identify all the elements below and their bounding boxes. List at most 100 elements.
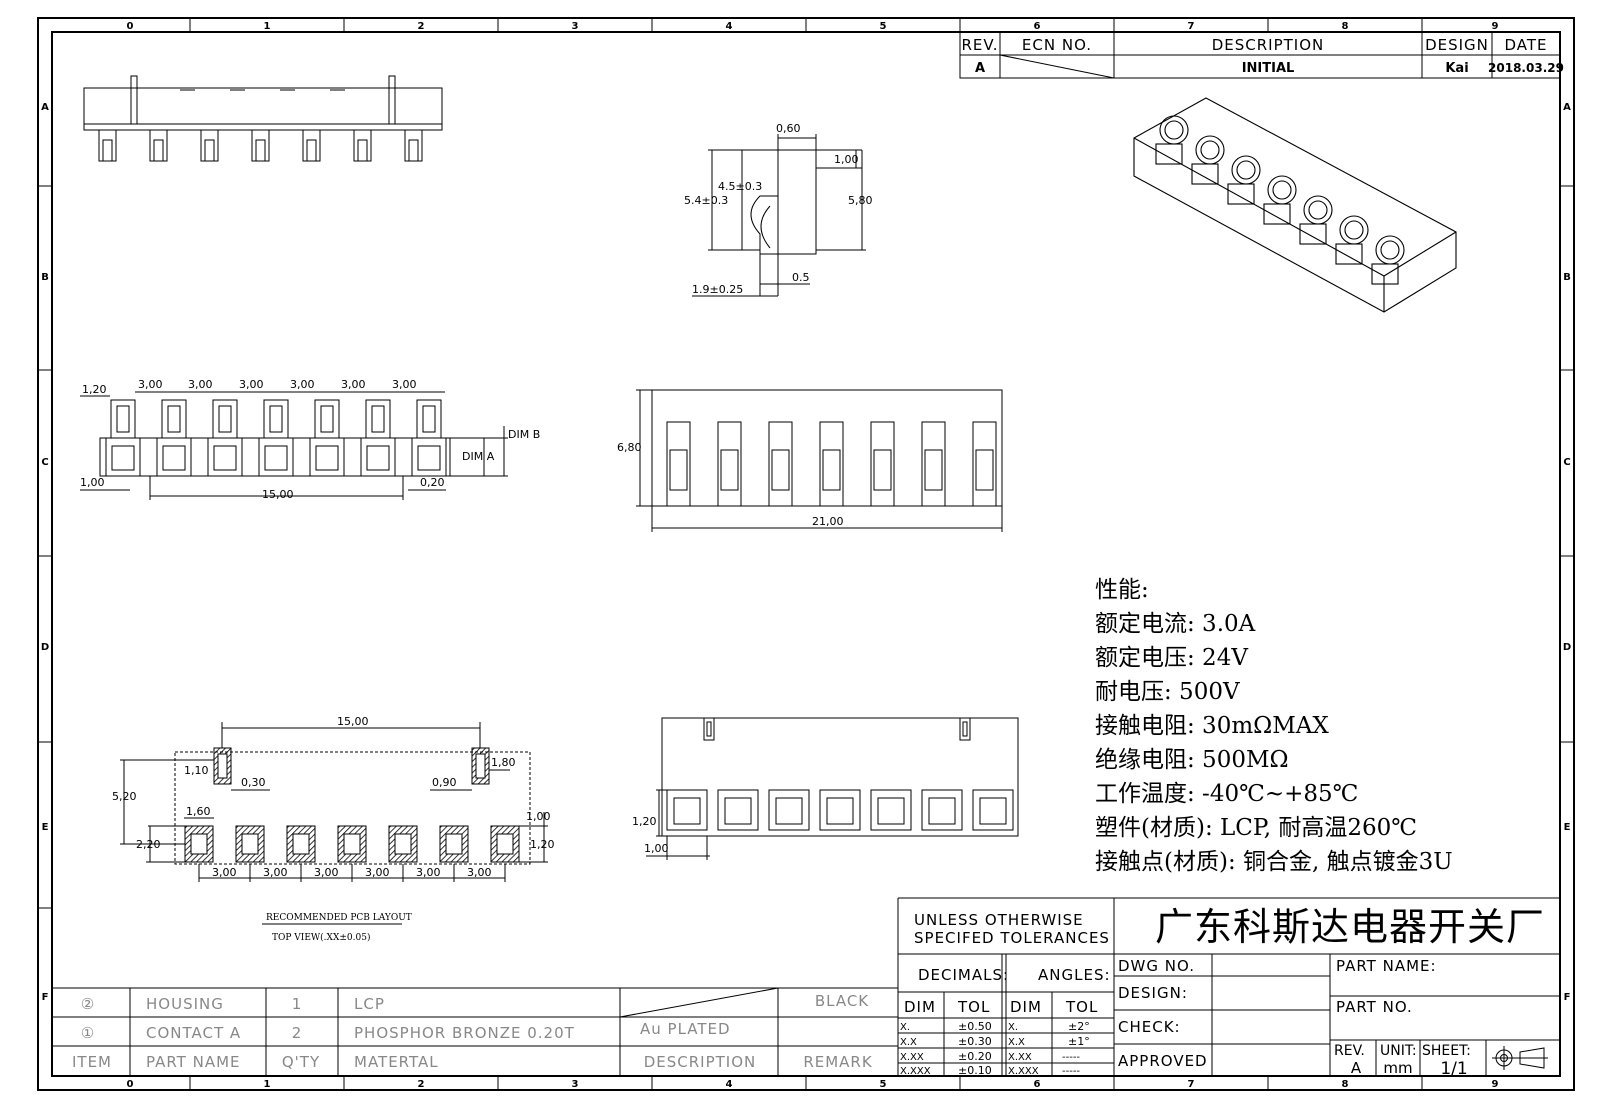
design-label: DESIGN:	[1118, 984, 1188, 1002]
tol-dim: X.XXX	[1008, 1066, 1039, 1077]
iso-contact-2	[1191, 135, 1225, 185]
dim-label: 1,00	[644, 842, 669, 855]
date-header: DATE	[1504, 36, 1547, 54]
design-header: DESIGN	[1425, 36, 1489, 54]
dim-label: 1,20	[530, 838, 555, 851]
bom-remark: BLACK	[815, 992, 869, 1010]
row-label: A	[41, 102, 49, 113]
spec-title: 性能:	[1095, 577, 1149, 603]
dim-label: DIM B	[508, 428, 540, 441]
bom-header: MATERTAL	[354, 1053, 439, 1071]
dim-label: 3,00	[314, 866, 339, 879]
unit-label: UNIT:	[1380, 1043, 1417, 1059]
row-label: B	[1563, 272, 1571, 283]
dim-label: 3,00	[416, 866, 441, 879]
dim-label: 1.9±0.25	[692, 283, 743, 296]
decimals-label: DECIMALS:	[918, 966, 1009, 984]
spec-line: 耐电压: 500V	[1095, 679, 1240, 705]
col-label: 1	[264, 1079, 271, 1090]
tol-value: ±0.20	[958, 1050, 992, 1063]
spec-line: 额定电压: 24V	[1095, 645, 1248, 671]
tol-value: ±2°	[1068, 1020, 1090, 1033]
col-label: 0	[127, 1079, 134, 1090]
dim-label: 0,60	[776, 122, 801, 135]
spec-line: 工作温度: -40℃~+85℃	[1095, 781, 1359, 807]
tol-value: -----	[1062, 1052, 1080, 1063]
bom-table	[52, 987, 898, 1076]
row-label: D	[41, 642, 49, 653]
tol-dim: X.X	[1008, 1037, 1025, 1048]
dim-label: 3,00	[392, 378, 417, 391]
bom-material: LCP	[354, 995, 385, 1013]
col-label: 3	[572, 1079, 579, 1090]
angles-label: ANGLES:	[1038, 966, 1111, 984]
side-section-view	[692, 134, 866, 297]
dim-label: 1,00	[80, 476, 105, 489]
isometric-view	[1133, 97, 1457, 313]
approved-label: APPROVED	[1118, 1052, 1208, 1070]
dim-label: 2,20	[136, 838, 161, 851]
date-value: 2018.03.29	[1488, 61, 1564, 75]
dim-label: 1,80	[491, 756, 516, 769]
bom-item: ②	[81, 995, 95, 1013]
dim-label: 5.4±0.3	[684, 194, 728, 207]
specifications: 性能: 额定电流: 3.0A 额定电压: 24V 耐电压: 500V 接触电阻:…	[1095, 573, 1453, 879]
rev-value: A	[1351, 1059, 1362, 1077]
grid-ticks	[38, 18, 1574, 1090]
dim-label: 6,80	[617, 441, 642, 454]
description-value: INITIAL	[1242, 61, 1295, 76]
dim-label: 3,00	[290, 378, 315, 391]
part-no-label: PART NO.	[1336, 998, 1413, 1016]
col-label: 7	[1188, 1079, 1195, 1090]
row-label: F	[42, 992, 49, 1003]
col-label: 5	[880, 21, 887, 32]
dim-header: DIM	[1010, 998, 1042, 1016]
col-label: 8	[1342, 21, 1349, 32]
bom-header: REMARK	[803, 1053, 873, 1071]
spec-line: 绝缘电阻: 500MΩ	[1095, 747, 1289, 773]
top-view	[80, 391, 508, 500]
tol-value: ±0.10	[958, 1064, 992, 1077]
revision-table	[959, 31, 1561, 79]
bom-description: Au PLATED	[640, 1020, 731, 1038]
bom-item: ①	[81, 1024, 95, 1042]
dim-label: 15,00	[337, 715, 369, 728]
dim-label: 3,00	[341, 378, 366, 391]
bom-material: PHOSPHOR BRONZE 0.20T	[354, 1024, 575, 1042]
bom-header: Q'TY	[282, 1053, 320, 1071]
dim-label: 1,60	[186, 805, 211, 818]
bom-name: CONTACT A	[146, 1024, 241, 1042]
iso-contact-5	[1299, 195, 1333, 245]
bom-header: PART NAME	[146, 1053, 241, 1071]
row-label: A	[1563, 102, 1571, 113]
bom-header: ITEM	[72, 1053, 112, 1071]
bom-qty: 2	[292, 1024, 303, 1042]
col-label: 2	[418, 1079, 425, 1090]
pcb-caption: TOP VIEW(.XX±0.05)	[272, 932, 370, 943]
dim-label: 0,30	[241, 776, 266, 789]
tol-header: TOL	[1065, 998, 1098, 1016]
iso-contact-3	[1227, 155, 1261, 205]
dim-label: 3,00	[138, 378, 163, 391]
dim-label: DIM A	[462, 450, 495, 463]
dim-label: 4.5±0.3	[718, 180, 762, 193]
rev-label: REV.	[1334, 1043, 1365, 1059]
dim-label: 5,80	[848, 194, 873, 207]
dim-label: 3,00	[212, 866, 237, 879]
row-label: B	[41, 272, 49, 283]
rev-header: REV.	[962, 36, 999, 54]
rear-contacts	[666, 789, 1014, 831]
tol-dim: X.XXX	[900, 1066, 931, 1077]
col-label: 4	[726, 21, 733, 32]
tolerance-note: UNLESS OTHERWISE	[914, 911, 1084, 929]
col-label: 7	[1188, 21, 1195, 32]
dim-label: 3,00	[365, 866, 390, 879]
col-label: 9	[1492, 1079, 1499, 1090]
title-block	[897, 897, 1560, 1076]
dim-label: 0,90	[432, 776, 457, 789]
dim-label: 5,20	[112, 790, 137, 803]
row-label: C	[41, 457, 48, 468]
row-label: F	[1564, 992, 1571, 1003]
col-label: 5	[880, 1079, 887, 1090]
bom-header: DESCRIPTION	[644, 1053, 757, 1071]
